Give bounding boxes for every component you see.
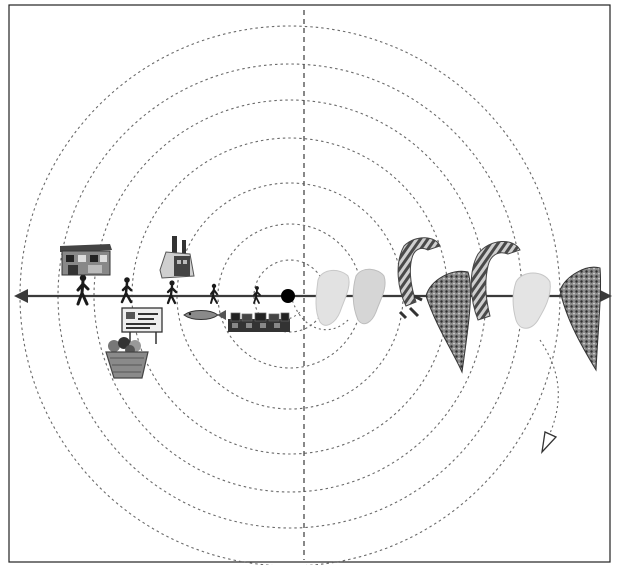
market-sign-icon — [121, 307, 163, 344]
pale-blob-2 — [352, 268, 386, 325]
pale-blob-1 — [315, 270, 350, 326]
fish-icon — [183, 310, 226, 320]
outer-frame — [8, 4, 611, 563]
walking-figures — [76, 274, 261, 306]
curved-strip-1 — [425, 270, 471, 374]
walking-figure-icon — [210, 283, 218, 304]
walking-figure-icon — [253, 286, 261, 304]
center-dot — [281, 289, 295, 303]
axis-arrow-left-icon — [14, 289, 28, 303]
walking-figure-icon — [166, 280, 178, 305]
walking-figure-icon — [76, 274, 90, 306]
boxes-icon — [228, 312, 290, 332]
axis-arrow-right-icon — [598, 289, 612, 303]
factory-icon — [159, 236, 195, 279]
open-arrowhead-icon — [541, 431, 558, 454]
walking-figure-icon — [120, 277, 133, 304]
curved-strip-2 — [559, 266, 602, 372]
building-icon — [60, 244, 112, 276]
spiral-path — [290, 295, 559, 439]
patterned-hook-2 — [470, 241, 521, 321]
patterned-hook-1 — [397, 237, 441, 307]
pale-blob-3 — [512, 272, 551, 329]
patterned-hook-1-fragments — [398, 294, 423, 320]
fruit-basket-icon — [105, 337, 149, 379]
